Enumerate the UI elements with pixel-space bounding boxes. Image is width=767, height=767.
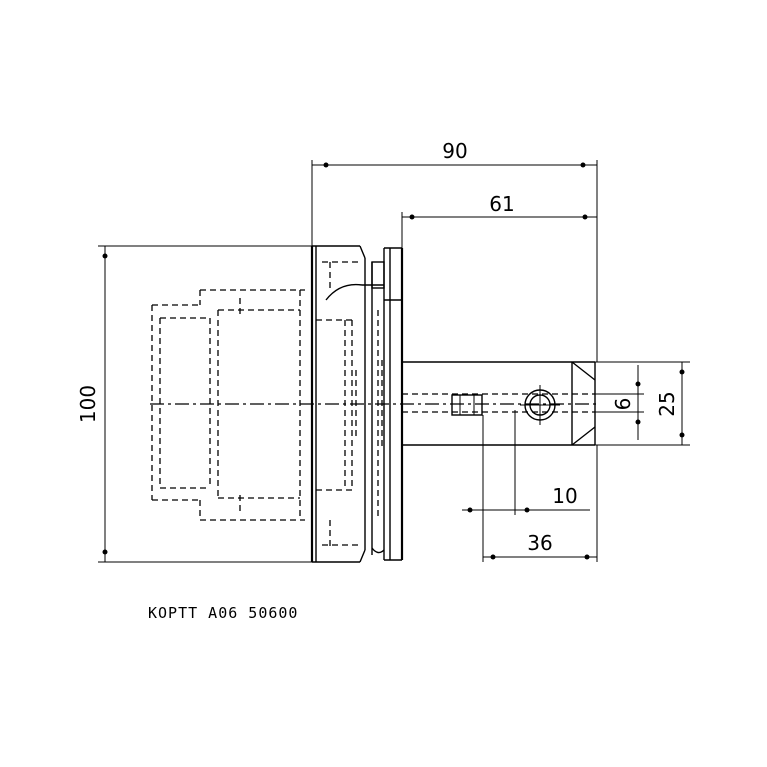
- dimension-25-label: 25: [655, 391, 679, 416]
- dimension-flange-diameter: 100: [76, 245, 312, 563]
- part-label: КОРТТ А06 50600: [148, 604, 298, 622]
- dimension-100-label: 100: [76, 385, 100, 423]
- left-coupling-hidden: [151, 289, 305, 521]
- dimension-screw-offset: 10: [462, 410, 590, 515]
- dimension-overall-length: 90: [311, 139, 598, 362]
- dimension-90-label: 90: [442, 139, 467, 163]
- shank: [402, 361, 596, 446]
- dimension-shank-diameter: 25: [595, 361, 690, 446]
- dimension-6-label: 6: [611, 398, 635, 411]
- dimension-bore: 6: [595, 365, 644, 440]
- dimension-36-label: 36: [527, 531, 552, 555]
- flange-hidden-lines: [316, 261, 383, 548]
- dimension-shank-length: 61: [401, 192, 597, 248]
- dimension-61-label: 61: [489, 192, 514, 216]
- dimension-10-label: 10: [552, 484, 577, 508]
- dimension-screw-position: 36: [482, 445, 598, 562]
